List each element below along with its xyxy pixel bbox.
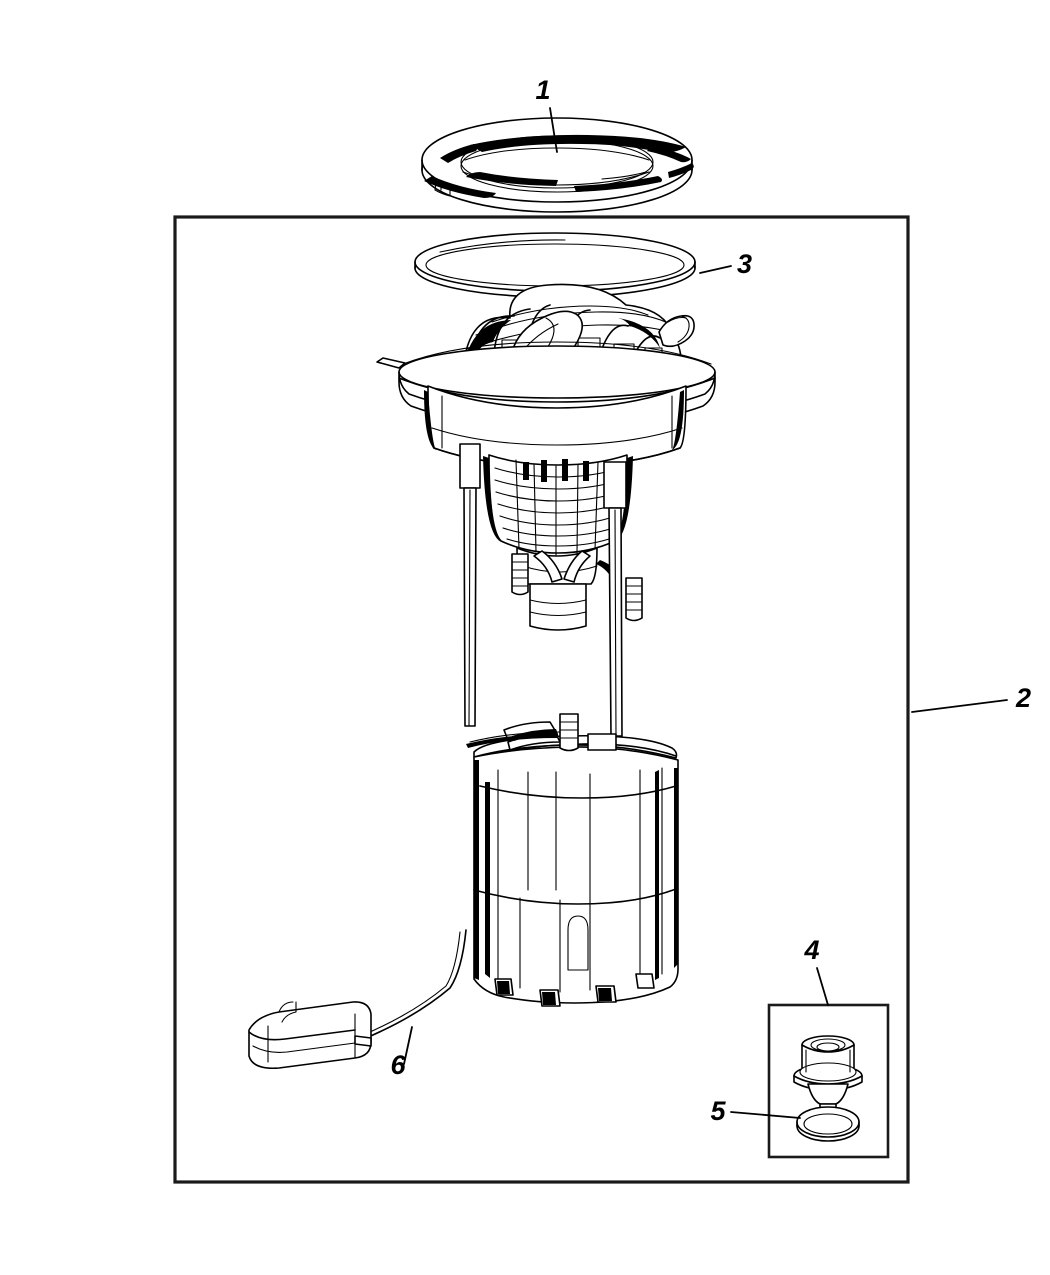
module-reservoir [466,713,679,1007]
leader-line-1 [549,107,558,153]
part-pressure-regulator [793,1035,863,1121]
callout-label-2: 2 [1015,683,1031,713]
callout-label-1: 1 [535,75,550,105]
module-support-rods [459,443,627,737]
reservoir-center-post [559,713,579,752]
part-regulator-o-ring [796,1106,860,1142]
callout-leaders [403,107,1008,1119]
leader-line-2 [911,699,1008,713]
hose-nipple-left [511,553,529,596]
part-gasket-seal-ring [414,232,696,298]
leader-line-6 [403,1026,413,1065]
leader-line-3 [699,265,732,274]
part-lock-ring [421,117,694,213]
part-fuel-pump-module [248,283,716,1070]
hose-nipple-right [625,577,643,622]
callout-numbers: 1 2 3 4 5 6 [390,75,1031,1126]
leader-line-5 [730,1111,801,1119]
callout-label-4: 4 [803,935,819,965]
callout-label-3: 3 [737,249,752,279]
callout-label-5: 5 [710,1096,726,1126]
leader-line-4 [816,967,829,1006]
part-float-arm-assembly [248,929,467,1070]
module-mounting-flange [376,341,716,467]
callout-label-6: 6 [390,1050,406,1080]
module-assembly-frame [173,215,910,1184]
